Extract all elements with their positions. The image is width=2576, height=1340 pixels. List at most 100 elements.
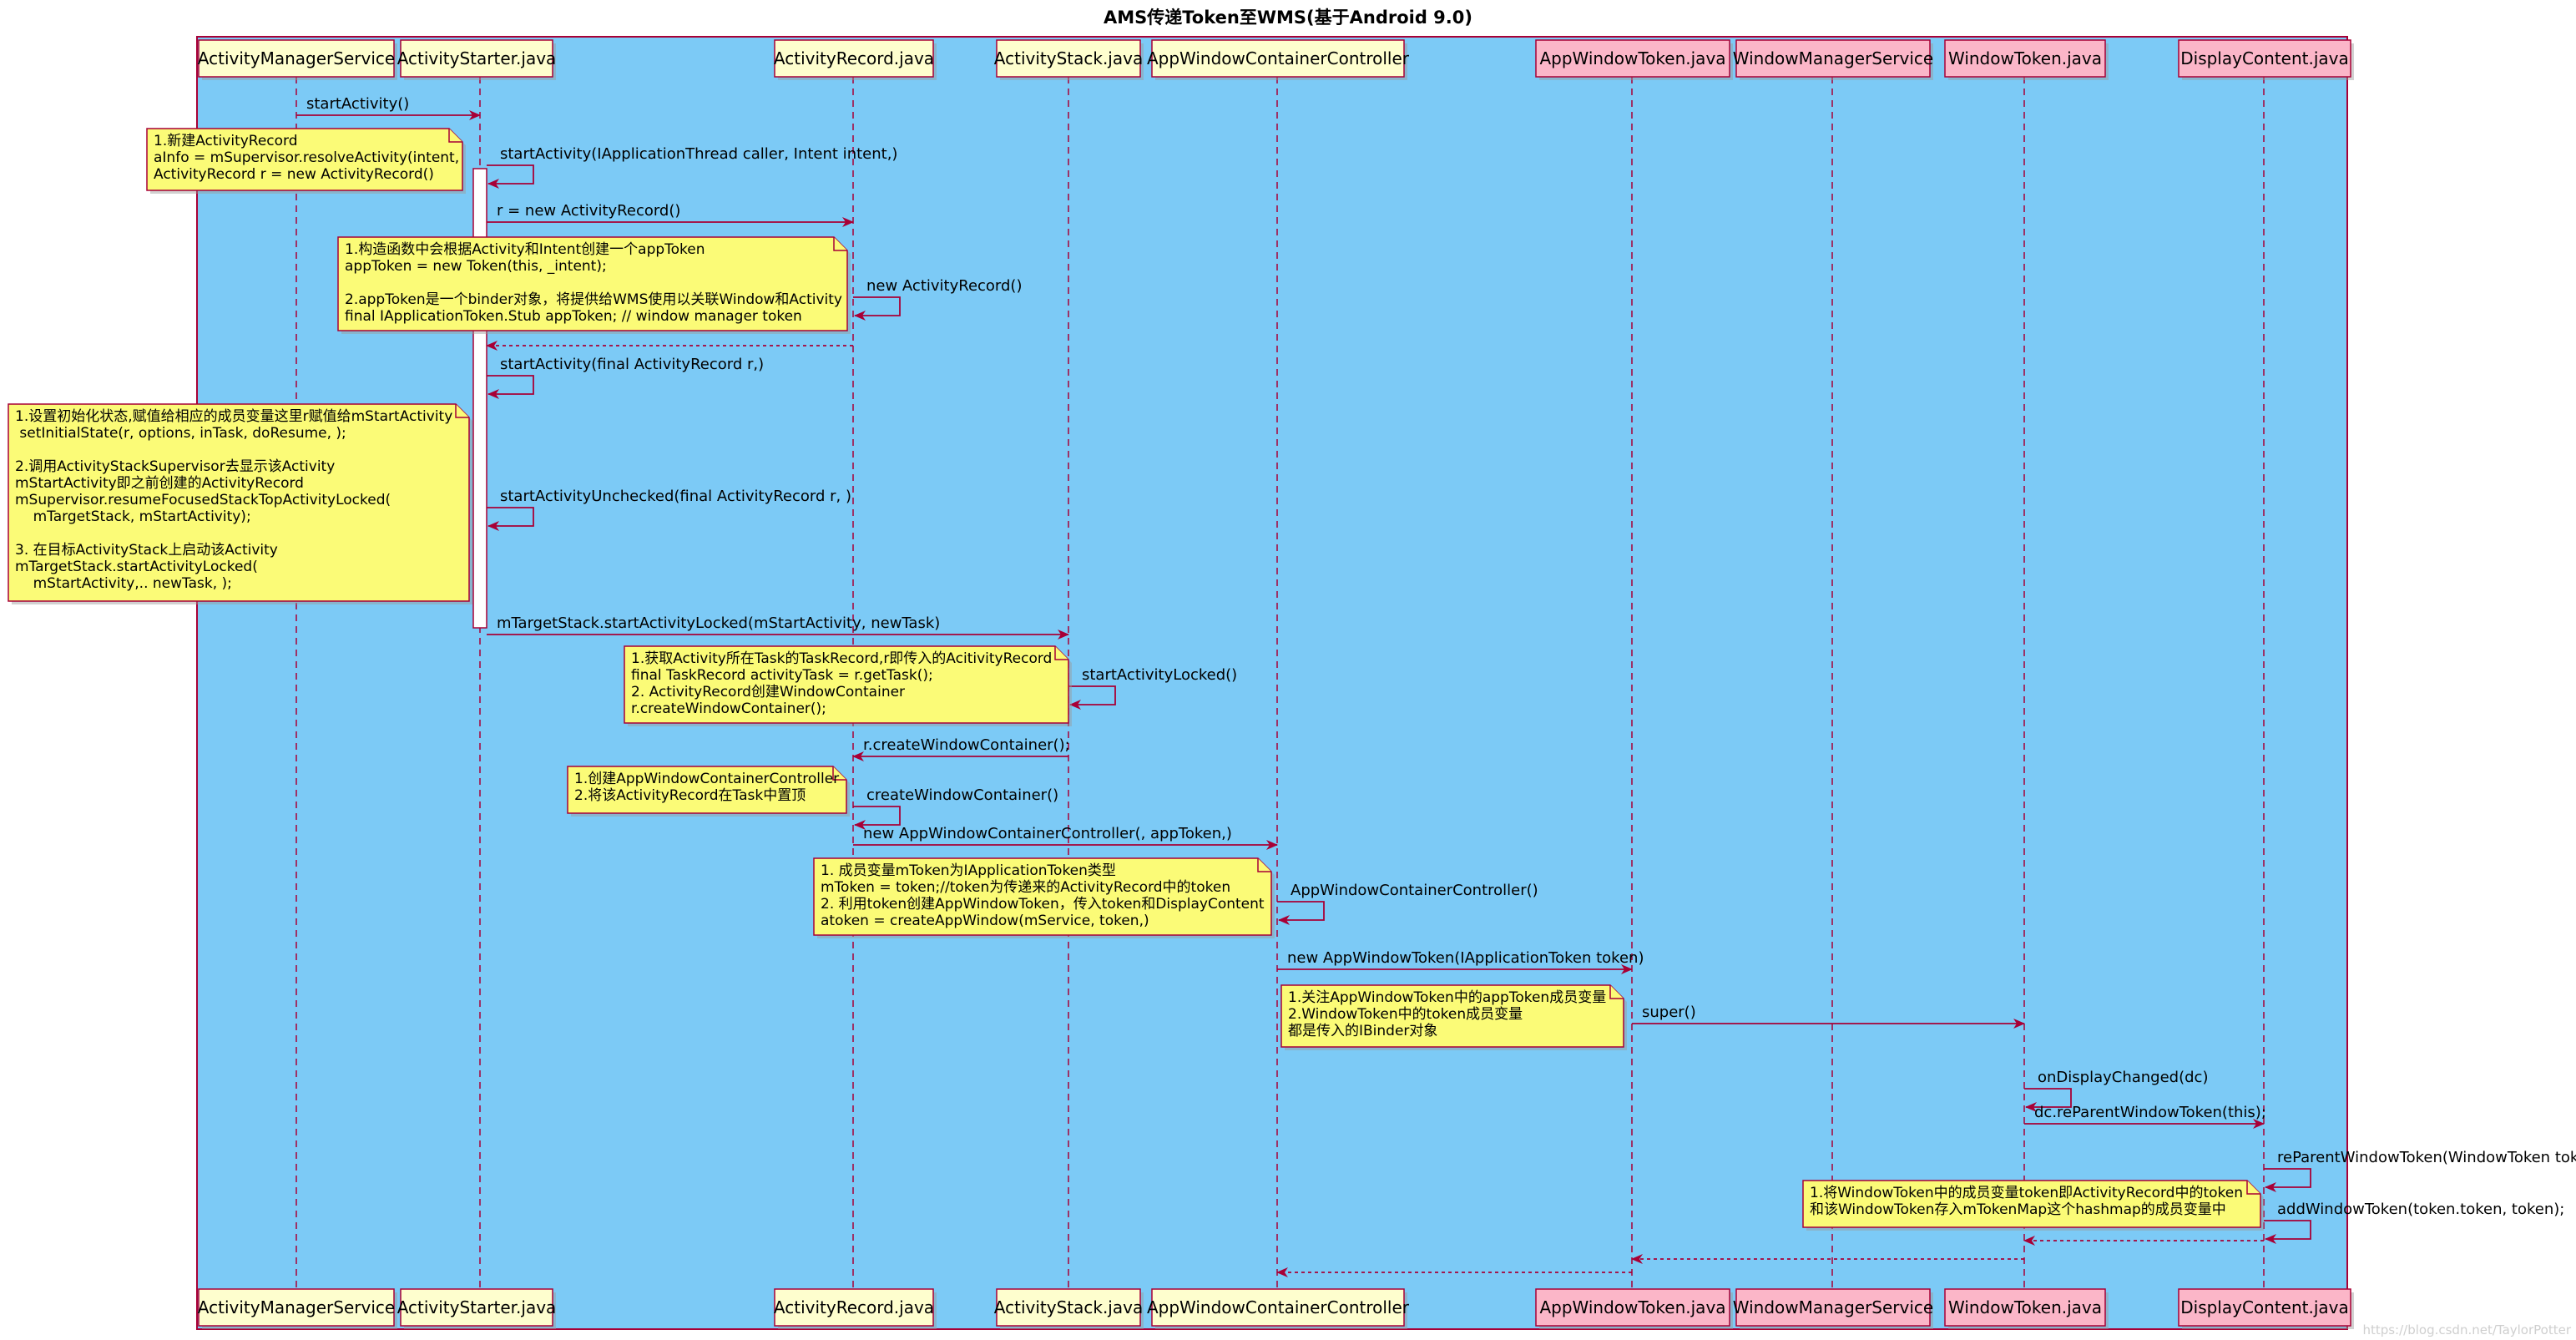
self-message-arrow <box>487 507 534 531</box>
participant-windowmanagerservice-top: WindowManagerService <box>1733 39 1933 80</box>
note-line: r.createWindowContainer(); <box>631 700 826 717</box>
message-2: startActivity(IApplicationThread caller,… <box>487 145 897 189</box>
note-fold <box>832 766 846 781</box>
note-fold <box>1609 985 1624 999</box>
participant-box <box>1735 39 1931 78</box>
participant-appwindowtoken-top: AppWindowToken.java <box>1535 39 1733 80</box>
note-line: 2. 利用token创建AppWindowToken，传入token和Displ… <box>821 896 1265 913</box>
participant-appwindowtoken-bottom: AppWindowToken.java <box>1535 1288 1733 1329</box>
participant-activitystack-bottom: ActivityStack.java <box>994 1288 1144 1329</box>
note-line: 2.将该ActivityRecord在Task中置顶 <box>574 787 806 804</box>
self-message-arrow <box>2264 1168 2311 1192</box>
note-3: 1.设置初始化状态,赋值给相应的成员变量这里r赋值给mStartActivity… <box>8 403 472 604</box>
participant-box <box>774 1288 934 1327</box>
watermark: https://blog.csdn.net/TaylorPotter <box>2362 1322 2571 1337</box>
message-label: startActivity() <box>306 95 409 113</box>
note-line: 1.关注AppWindowToken中的appToken成员变量 <box>1288 989 1606 1006</box>
participant-label: DisplayContent.java <box>2180 48 2349 68</box>
participant-box <box>400 1288 553 1327</box>
message-label: new AppWindowToken(IApplicationToken tok… <box>1287 949 1644 967</box>
note-fold <box>833 237 847 251</box>
message-label: startActivity(final ActivityRecord r,) <box>500 356 764 373</box>
participant-windowtoken-top: WindowToken.java <box>1944 39 2109 80</box>
note-line: 2.调用ActivityStackSupervisor去显示该Activity <box>15 458 335 475</box>
participant-activityrecord-top: ActivityRecord.java <box>774 39 937 80</box>
message-19: addWindowToken(token.token, token); <box>2264 1201 2564 1244</box>
message-10: r.createWindowContainer(); <box>852 736 1070 761</box>
participant-activitystack-top: ActivityStack.java <box>994 39 1144 80</box>
note-body <box>567 766 847 814</box>
message-13: AppWindowContainerController() <box>1277 882 1538 925</box>
participant-box <box>198 39 395 78</box>
message-18: reParentWindowToken(WindowToken token) <box>2264 1149 2576 1192</box>
note-body <box>1280 984 1624 1048</box>
note-line: 1.创建AppWindowContainerController <box>574 771 839 787</box>
participant-box <box>996 1288 1141 1327</box>
message-8: mTargetStack.startActivityLocked(mStartA… <box>487 614 1069 640</box>
note-line: 和该WindowToken存入mTokenMap这个hashmap的成员变量中 <box>1810 1201 2226 1218</box>
note-6: 1. 成员变量mToken为IApplicationToken类型mToken … <box>813 857 1275 938</box>
participant-activitymanagerservice-top: ActivityManagerService <box>198 39 397 80</box>
message-label: startActivityLocked() <box>1082 666 1237 684</box>
participant-box <box>774 39 934 78</box>
note-line: final TaskRecord activityTask = r.getTas… <box>631 667 933 684</box>
self-message-arrow <box>487 375 534 399</box>
participant-box <box>1535 1288 1730 1327</box>
note-fold <box>1054 646 1068 660</box>
message-3: r = new ActivityRecord() <box>487 202 854 227</box>
participant-label: ActivityStack.java <box>994 1297 1143 1317</box>
participant-label: WindowManagerService <box>1733 48 1933 68</box>
note-line: 3. 在目标ActivityStack上启动该Activity <box>15 542 278 559</box>
participant-label: AppWindowContainerController <box>1147 1297 1410 1317</box>
participant-windowmanagerservice-bottom: WindowManagerService <box>1733 1288 1933 1329</box>
message-label: new AppWindowContainerController(, appTo… <box>863 825 1232 842</box>
note-line: 1.获取Activity所在Task的TaskRecord,r即传入的Aciti… <box>631 650 1052 667</box>
participant-activityrecord-bottom: ActivityRecord.java <box>774 1288 937 1329</box>
diagram-title: AMS传递Token至WMS(基于Android 9.0) <box>1104 8 1472 28</box>
note-line: aInfo = mSupervisor.resolveActivity(inte… <box>154 149 459 166</box>
message-label: addWindowToken(token.token, token); <box>2277 1201 2564 1218</box>
messages: startActivity() startActivity(IApplicatio… <box>296 95 2576 1277</box>
message-label: startActivityUnchecked(final ActivityRec… <box>500 488 851 505</box>
note-line: mStartActivity,.. newTask, ); <box>15 575 232 592</box>
participant-box <box>2178 1288 2351 1327</box>
participants: ActivityManagerServiceActivityManagerSer… <box>198 39 2354 1329</box>
note-line: 2. ActivityRecord创建WindowContainer <box>631 684 905 700</box>
message-label: super() <box>1642 1004 1696 1021</box>
participant-box <box>400 39 553 78</box>
message-6: startActivity(final ActivityRecord r,) <box>487 356 764 399</box>
note-4: 1.获取Activity所在Task的TaskRecord,r即传入的Aciti… <box>624 645 1072 726</box>
participant-label: AppWindowToken.java <box>1539 1297 1725 1317</box>
participant-label: ActivityManagerService <box>198 48 395 68</box>
participant-box <box>2178 39 2351 78</box>
message-label: new ActivityRecord() <box>866 277 1022 295</box>
note-line: 1.设置初始化状态,赋值给相应的成员变量这里r赋值给mStartActivity <box>15 408 452 425</box>
message-label: r = new ActivityRecord() <box>497 202 680 220</box>
note-line: atoken = createAppWindow(mService, token… <box>821 913 1149 929</box>
message-17: dc.reParentWindowToken(this); <box>2024 1104 2266 1129</box>
self-message-arrow <box>2264 1220 2311 1244</box>
participant-box <box>198 1288 395 1327</box>
participant-box <box>1151 1288 1405 1327</box>
note-line: 都是传入的IBinder对象 <box>1288 1023 1437 1039</box>
note-body <box>146 128 463 191</box>
participant-displaycontent-top: DisplayContent.java <box>2178 39 2354 80</box>
participant-box <box>996 39 1141 78</box>
note-fold <box>455 404 469 418</box>
participant-box <box>1735 1288 1931 1327</box>
note-line: 2.appToken是一个binder对象，将提供给WMS使用以关联Window… <box>345 291 842 308</box>
participant-activitymanagerservice-bottom: ActivityManagerService <box>198 1288 397 1329</box>
participant-label: ActivityRecord.java <box>774 1297 934 1317</box>
participant-label: ActivityManagerService <box>198 1297 395 1317</box>
message-16: onDisplayChanged(dc) <box>2024 1069 2208 1112</box>
participant-label: ActivityStack.java <box>994 48 1143 68</box>
self-message-arrow <box>1277 901 1325 925</box>
participant-box <box>1944 1288 2106 1327</box>
message-11: createWindowContainer() <box>853 786 1058 830</box>
note-line: appToken = new Token(this, _intent); <box>345 258 607 275</box>
note-body <box>8 403 470 602</box>
note-line: ActivityRecord r = new ActivityRecord() <box>154 166 434 183</box>
message-1: startActivity() <box>296 95 481 120</box>
